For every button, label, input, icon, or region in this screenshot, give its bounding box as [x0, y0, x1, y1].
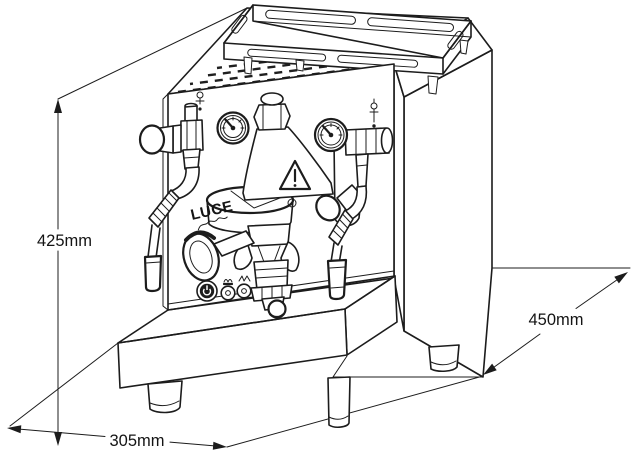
steam-lever-collar [172, 124, 182, 154]
machine-foot [327, 376, 351, 429]
indicator-lamp-steam [220, 279, 236, 301]
power-button [196, 280, 218, 302]
wand-tip [143, 254, 163, 293]
top-cap [260, 92, 284, 106]
heating-icon [238, 275, 251, 282]
steam-wand-left [143, 189, 180, 293]
group-spout [250, 284, 293, 319]
arrowhead-up [54, 99, 62, 113]
handle-shaft [213, 230, 255, 257]
drip-tray-grate [117, 275, 396, 344]
arrowhead-left [7, 425, 22, 434]
steam-icon [223, 279, 233, 283]
left-tap-icon [195, 91, 205, 111]
right-tap-icon [369, 98, 379, 128]
rail-feet [243, 39, 469, 95]
depth-label: 450mm [528, 311, 583, 329]
pressure-gauge-left [216, 111, 250, 145]
water-wand-right [326, 209, 354, 301]
warning-triangle-icon [278, 159, 312, 191]
arrowhead-right [212, 441, 227, 450]
side-panel [403, 49, 493, 378]
arrowhead-back [614, 272, 628, 284]
dimension-height-425: 425mm [37, 99, 92, 446]
machine-feet [147, 344, 460, 429]
dimension-width-305: 305mm [7, 425, 227, 450]
pressure-gauge-right [313, 117, 349, 153]
wand-ribbed-section [148, 189, 180, 228]
arrowhead-down [54, 432, 62, 446]
group-head [233, 223, 300, 291]
water-valve-right [315, 127, 394, 222]
drip-tray-side [344, 275, 398, 356]
construction-lines [9, 7, 631, 448]
steam-lever-knob [138, 124, 166, 155]
drip-tray [117, 275, 484, 389]
height-label: 425mm [37, 232, 92, 250]
dimension-depth-450: 450mm [483, 272, 628, 375]
ground-line-left [9, 342, 119, 427]
extension-line-top [57, 7, 248, 100]
steam-valve-left [138, 102, 204, 200]
ground-line-right [226, 375, 484, 448]
portafilter [182, 230, 255, 282]
cup-rail [223, 4, 472, 95]
logo-script-flourish [197, 216, 228, 231]
hex-nut [253, 103, 291, 131]
rail-slots [231, 9, 464, 68]
water-lever-knob [315, 194, 341, 222]
screw-dot [287, 198, 297, 208]
machine-foot [428, 344, 460, 373]
wand-tip [326, 258, 348, 301]
width-label: 305mm [109, 432, 164, 450]
indicator-lamp-heating [236, 275, 252, 299]
machine-foot [147, 380, 183, 414]
arrowhead-front [483, 363, 497, 375]
